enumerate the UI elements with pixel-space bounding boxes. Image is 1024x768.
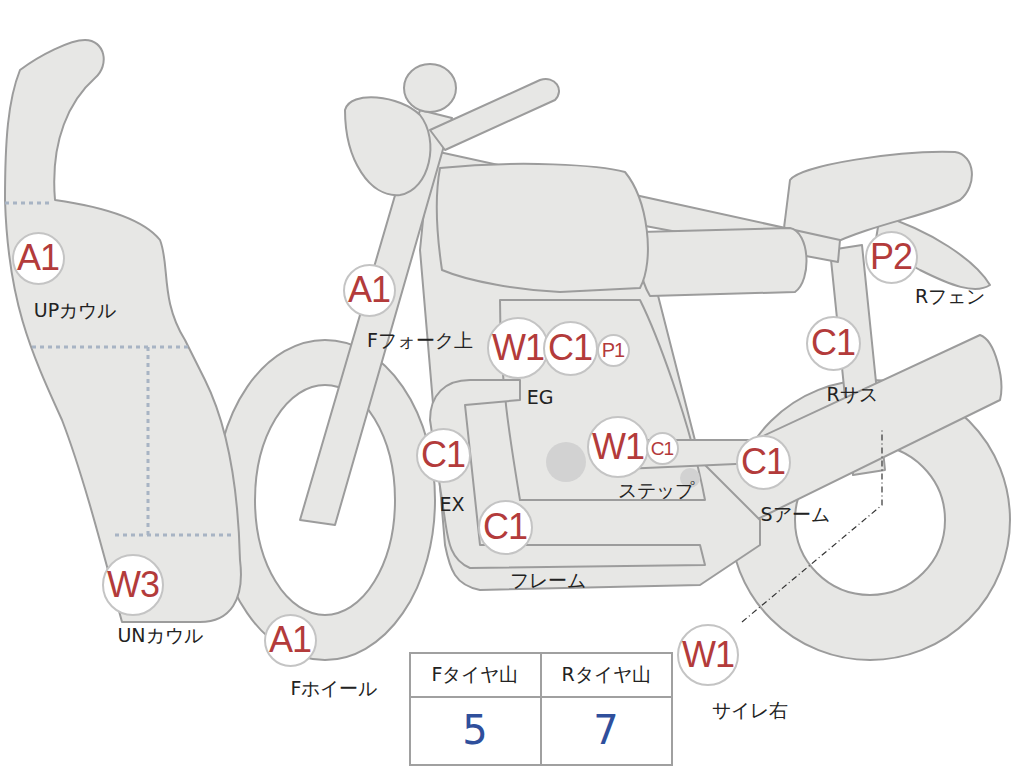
callout-circle: C1 bbox=[416, 428, 471, 483]
callout-code: A1 bbox=[17, 240, 59, 276]
engine-cover bbox=[546, 442, 586, 482]
callout-code: P1 bbox=[602, 340, 624, 360]
table-header: Rタイヤ山 bbox=[561, 664, 650, 685]
callout-circle: A1 bbox=[12, 232, 65, 285]
callout-circle: C1 bbox=[646, 432, 679, 465]
table-value: 7 bbox=[593, 708, 618, 752]
callout-code: W1 bbox=[592, 429, 644, 465]
callout-circle: C1 bbox=[478, 500, 533, 555]
callout-circle: W1 bbox=[587, 416, 649, 478]
callout-circle: W1 bbox=[487, 317, 549, 379]
part-label: Rフェン bbox=[913, 286, 987, 307]
callout-circle: P1 bbox=[597, 334, 630, 367]
callout-circle: W1 bbox=[677, 624, 739, 686]
headlight bbox=[345, 97, 430, 195]
part-label: Rサス bbox=[824, 384, 879, 405]
table-header: Fタイヤ山 bbox=[432, 664, 519, 685]
part-label: Fフォーク上 bbox=[365, 330, 475, 351]
callout-code: C1 bbox=[421, 437, 465, 473]
part-label: サイレ右 bbox=[710, 700, 790, 721]
callout-circle: W3 bbox=[102, 554, 164, 616]
part-label: UNカウル bbox=[115, 625, 204, 646]
cowl bbox=[5, 40, 241, 622]
callout-circle: A1 bbox=[264, 614, 317, 667]
callout-code: C1 bbox=[651, 439, 673, 458]
callout-circle: C1 bbox=[806, 316, 861, 371]
part-label: Fホイール bbox=[289, 678, 380, 699]
table-value: 5 bbox=[462, 708, 487, 752]
callout-code: W1 bbox=[492, 330, 544, 366]
frame bbox=[420, 150, 840, 590]
callout-code: C1 bbox=[548, 330, 592, 366]
tread-table bbox=[410, 653, 672, 765]
callout-code: P2 bbox=[870, 239, 912, 275]
meter bbox=[404, 64, 456, 112]
fuel-tank bbox=[437, 164, 648, 292]
part-label: EX bbox=[437, 494, 466, 515]
callout-code: A1 bbox=[269, 622, 311, 658]
callout-circle: P2 bbox=[865, 231, 918, 284]
callout-circle: C1 bbox=[736, 435, 791, 490]
callout-circle: A1 bbox=[343, 264, 396, 317]
part-label: EG bbox=[527, 387, 554, 408]
callout-code: A1 bbox=[348, 272, 390, 308]
callout-circle: C1 bbox=[543, 321, 598, 376]
part-label: UPカウル bbox=[32, 300, 118, 321]
exhaust-pipe bbox=[430, 380, 705, 568]
callout-code: C1 bbox=[741, 444, 785, 480]
callout-code: W1 bbox=[682, 637, 734, 673]
cowl-division bbox=[5, 203, 235, 535]
seat bbox=[638, 228, 806, 296]
callout-code: W3 bbox=[107, 567, 159, 603]
part-label: ステップ bbox=[618, 480, 694, 501]
part-label: フレーム bbox=[508, 570, 588, 591]
callout-code: C1 bbox=[811, 325, 855, 361]
callout-code: C1 bbox=[483, 509, 527, 545]
part-label: Sアーム bbox=[758, 504, 831, 525]
